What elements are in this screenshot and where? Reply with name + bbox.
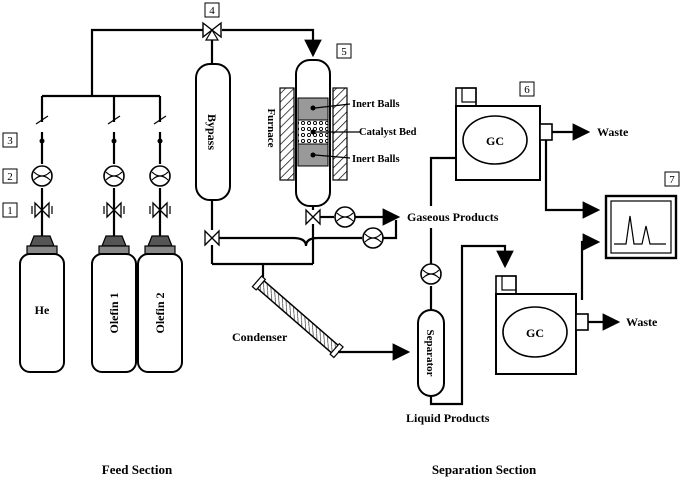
- label-number-6: 6: [519, 81, 535, 97]
- feed-section-title: Feed Section: [102, 462, 173, 477]
- label-number-2: 2: [2, 168, 18, 184]
- gc-bottom-to-monitor: [580, 233, 601, 300]
- gas-line-lower-out: [383, 220, 398, 240]
- needle-valve-he: [31, 201, 53, 219]
- separation-section-title: Separation Section: [432, 462, 537, 477]
- bypass-valve: [204, 229, 220, 247]
- gc-bottom-label: GC: [526, 326, 544, 340]
- leader-inert-bottom: [314, 154, 351, 159]
- label-number-1: 1: [2, 202, 18, 218]
- leader-inert-top: [314, 103, 351, 109]
- svg-text:1: 1: [7, 205, 13, 217]
- cylinder-he-label: He: [35, 303, 50, 317]
- bypass-column: Bypass: [195, 63, 231, 201]
- reactor-tube: [295, 59, 331, 207]
- svg-text:3: 3: [7, 135, 13, 147]
- cylinder-olefin1-label: Olefin 1: [107, 293, 121, 334]
- reactor-outlet-valve: [305, 208, 321, 226]
- catalyst-bed-label: Catalyst Bed: [359, 127, 417, 138]
- cylinder-olefin1: Olefin 1: [91, 235, 137, 373]
- gas-meter-lower: [362, 227, 384, 249]
- gas-to-gc-top: [429, 156, 458, 206]
- waste-bottom-label: Waste: [626, 315, 658, 329]
- liquid-products-label: Liquid Products: [406, 411, 490, 425]
- three-way-valve: [202, 21, 222, 41]
- cylinder-olefin2: Olefin 2: [137, 235, 183, 373]
- cylinder-he: He: [19, 235, 65, 373]
- svg-text:6: 6: [524, 84, 530, 96]
- bypass-label: Bypass: [205, 114, 219, 150]
- separator: Separator: [417, 309, 445, 397]
- flow-meter-olefin2: [149, 165, 171, 187]
- cylinder-olefin2-label: Olefin 2: [153, 293, 167, 334]
- inert-balls-top-label: Inert Balls: [352, 99, 400, 110]
- feed-riser-line: [90, 28, 203, 96]
- waste-top-label: Waste: [597, 125, 629, 139]
- chromatogram-monitor: [604, 194, 678, 260]
- gc-top-label: GC: [486, 134, 504, 148]
- gc-top-to-monitor: [544, 140, 601, 219]
- feed-line-olefin1: [107, 96, 121, 236]
- separator-label: Separator: [424, 329, 436, 376]
- svg-text:4: 4: [209, 5, 215, 17]
- line-to-reactor: [222, 28, 322, 58]
- furnace-label: Furnace: [265, 108, 277, 147]
- separator-bottom-line: [429, 244, 514, 406]
- gas-meter-top: [334, 206, 356, 228]
- svg-text:2: 2: [7, 171, 13, 183]
- gc-unit-bottom: GC: [495, 275, 589, 375]
- separator-meter: [420, 263, 442, 285]
- label-number-5: 5: [336, 43, 352, 59]
- flow-meter-olefin1: [103, 165, 125, 187]
- svg-text:5: 5: [341, 46, 347, 58]
- svg-text:7: 7: [669, 174, 675, 186]
- needle-valve-olefin1: [103, 201, 125, 219]
- flow-meter-he: [31, 165, 53, 187]
- label-number-7: 7: [664, 171, 680, 187]
- feed-line-olefin2: [153, 96, 167, 236]
- inert-balls-bottom-label: Inert Balls: [352, 154, 400, 165]
- gc-unit-top: GC: [455, 87, 553, 181]
- label-number-3: 3: [2, 132, 18, 148]
- needle-valve-olefin2: [149, 201, 171, 219]
- feed-line-he: [35, 96, 49, 236]
- gas-line-lower: [219, 236, 362, 247]
- condenser: [251, 275, 344, 359]
- gaseous-products-label: Gaseous Products: [407, 210, 499, 224]
- label-number-4: 4: [204, 2, 220, 18]
- condenser-label: Condenser: [232, 330, 288, 344]
